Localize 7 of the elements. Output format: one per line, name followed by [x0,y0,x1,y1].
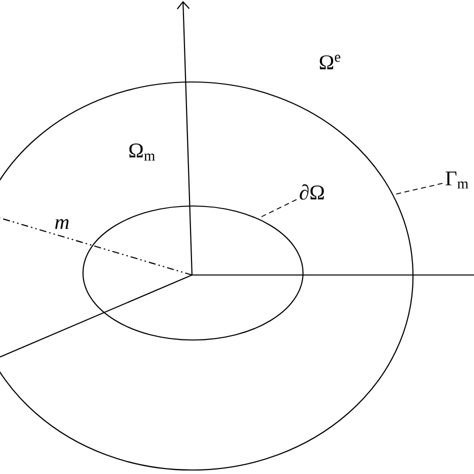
leader-line [258,199,297,219]
ellipse-boundary [0,81,414,471]
symbol-label: ∂Ω [300,184,324,200]
ellipse-boundary [82,205,304,341]
symbol-label: Γ$_{m}$ [446,172,468,188]
symbol-label: Ω$^{e}$ [320,54,340,70]
symbol-label: Ω$_{m}$ [129,144,155,160]
